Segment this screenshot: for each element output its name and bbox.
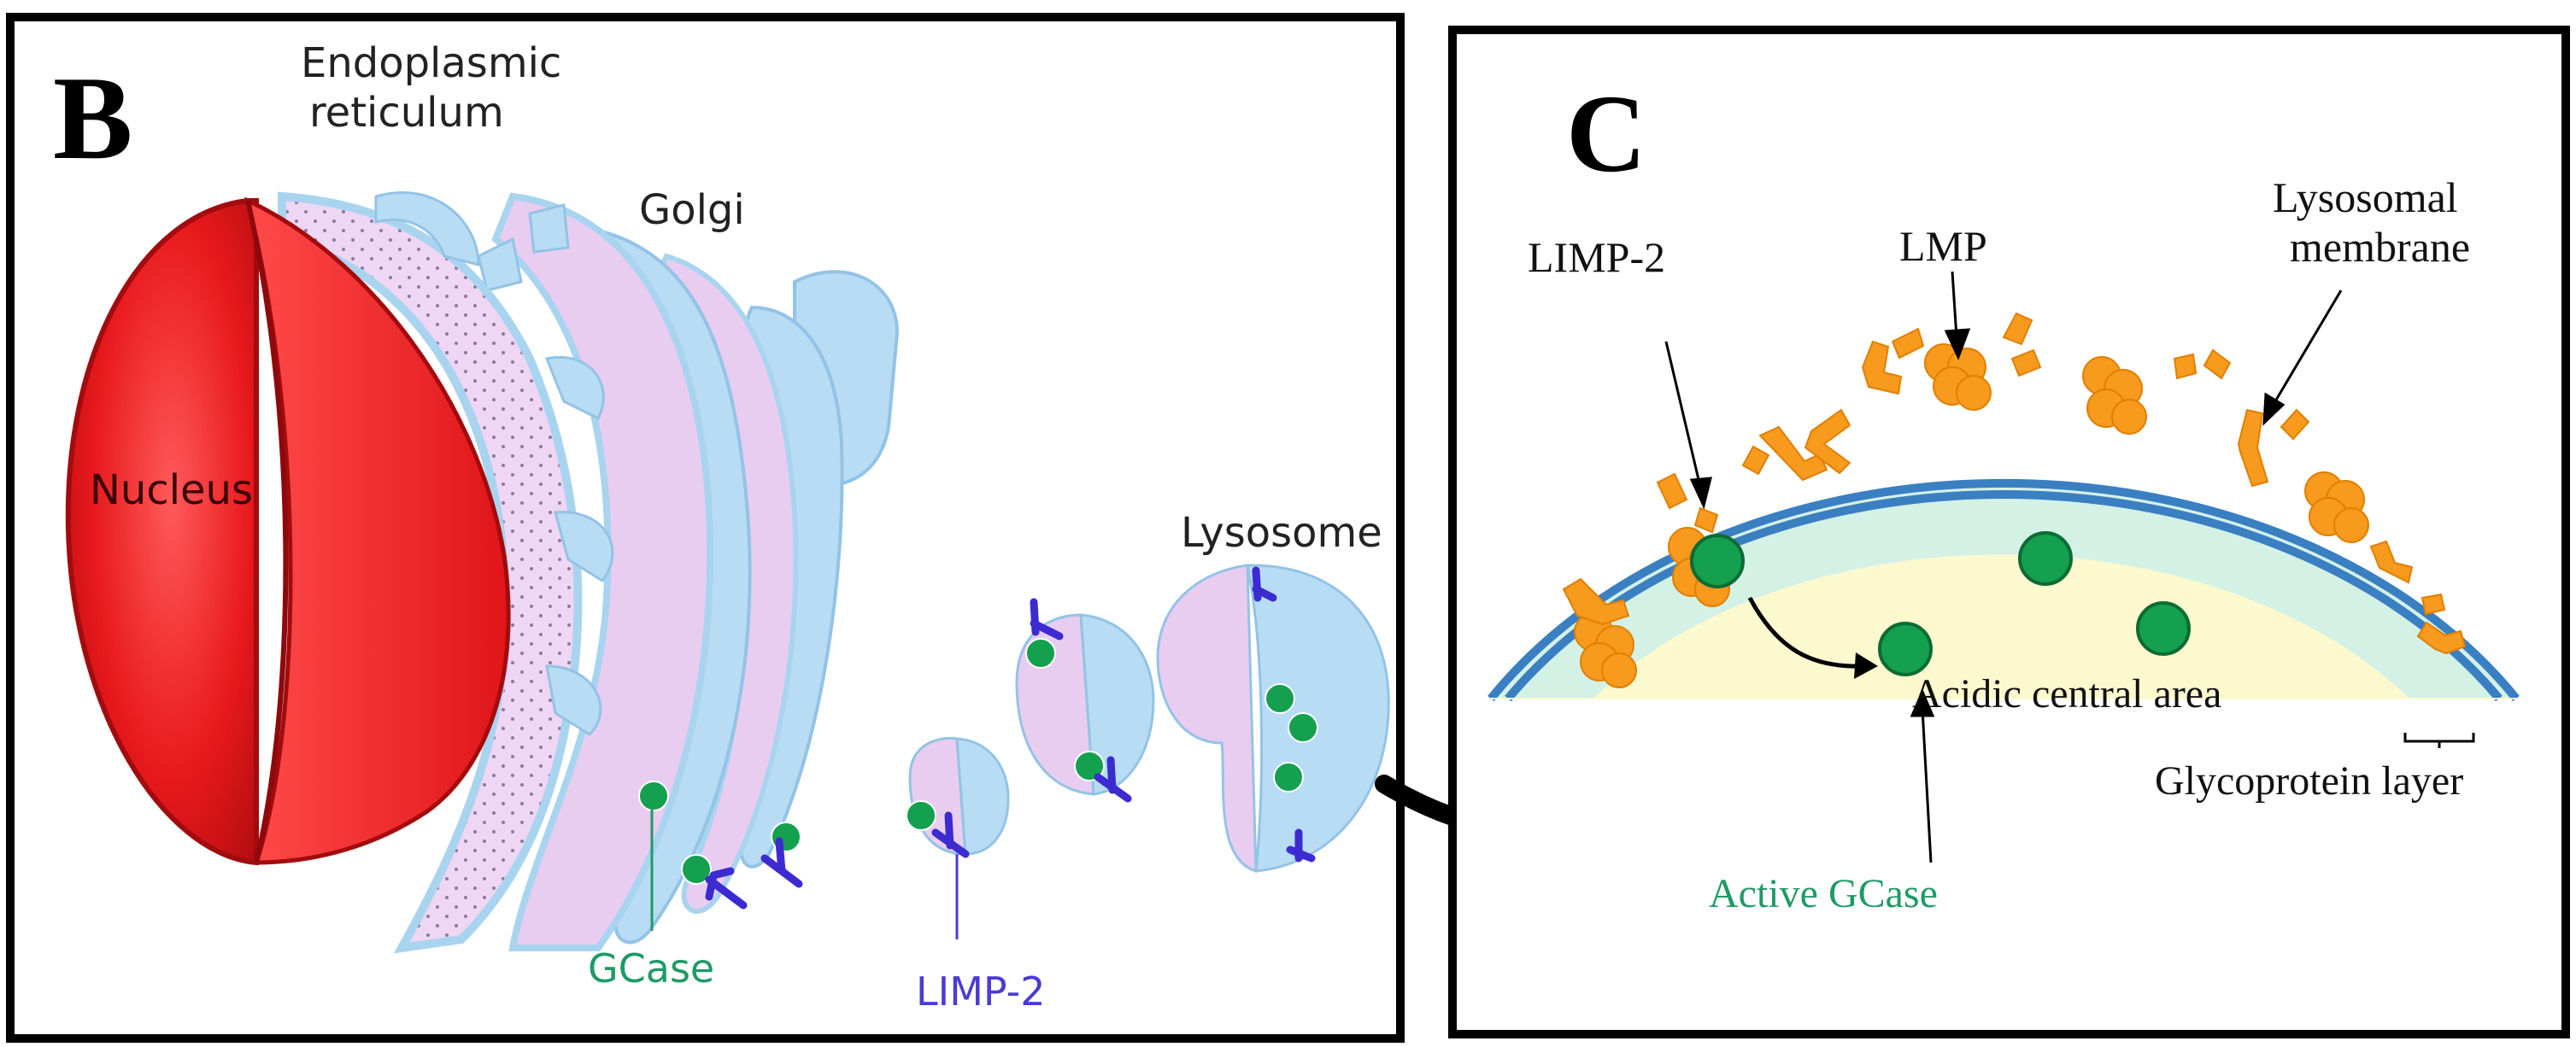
golgi-apparatus xyxy=(477,192,900,951)
er-label-line2: reticulum xyxy=(309,89,504,137)
gcase-markers-b xyxy=(638,638,1318,885)
acidic-area-label: Acidic central area xyxy=(1912,671,2221,717)
activation-arrow xyxy=(1747,596,1863,669)
nucleus xyxy=(65,196,511,866)
lysosomal-label-line1: Lysosomal xyxy=(2273,173,2458,221)
golgi-label: Golgi xyxy=(639,186,745,234)
active-gcase-label: Active GCase xyxy=(1709,871,1938,916)
lysosome-b xyxy=(1156,564,1390,874)
nucleus-label: Nucleus xyxy=(90,466,253,514)
er-label-line1: Endoplasmic xyxy=(301,39,561,87)
panel-b-letter: B xyxy=(53,52,132,184)
endoplasmic-reticulum xyxy=(278,191,614,954)
glycoprotein-bracket xyxy=(2403,733,2475,748)
activation-arrow-head xyxy=(1854,652,1878,679)
limp2-markers-b xyxy=(705,566,1316,910)
lysosome-dome xyxy=(1488,478,2520,702)
gcase-markers-c xyxy=(1690,531,2191,676)
limp2-label-b: LIMP-2 xyxy=(916,968,1045,1015)
lysosomal-label-line2: membrane xyxy=(2290,223,2470,271)
lysosome-label: Lysosome xyxy=(1181,509,1382,557)
gcase-label: GCase xyxy=(588,945,714,991)
limp2-label-c: LIMP-2 xyxy=(1528,233,1665,281)
glycoprotein-layer-label: Glycoprotein layer xyxy=(2155,758,2463,804)
lmp-label: LMP xyxy=(1899,222,1987,270)
panel-c-letter: C xyxy=(1566,73,1646,196)
panel-c-pointers xyxy=(1664,271,2343,863)
